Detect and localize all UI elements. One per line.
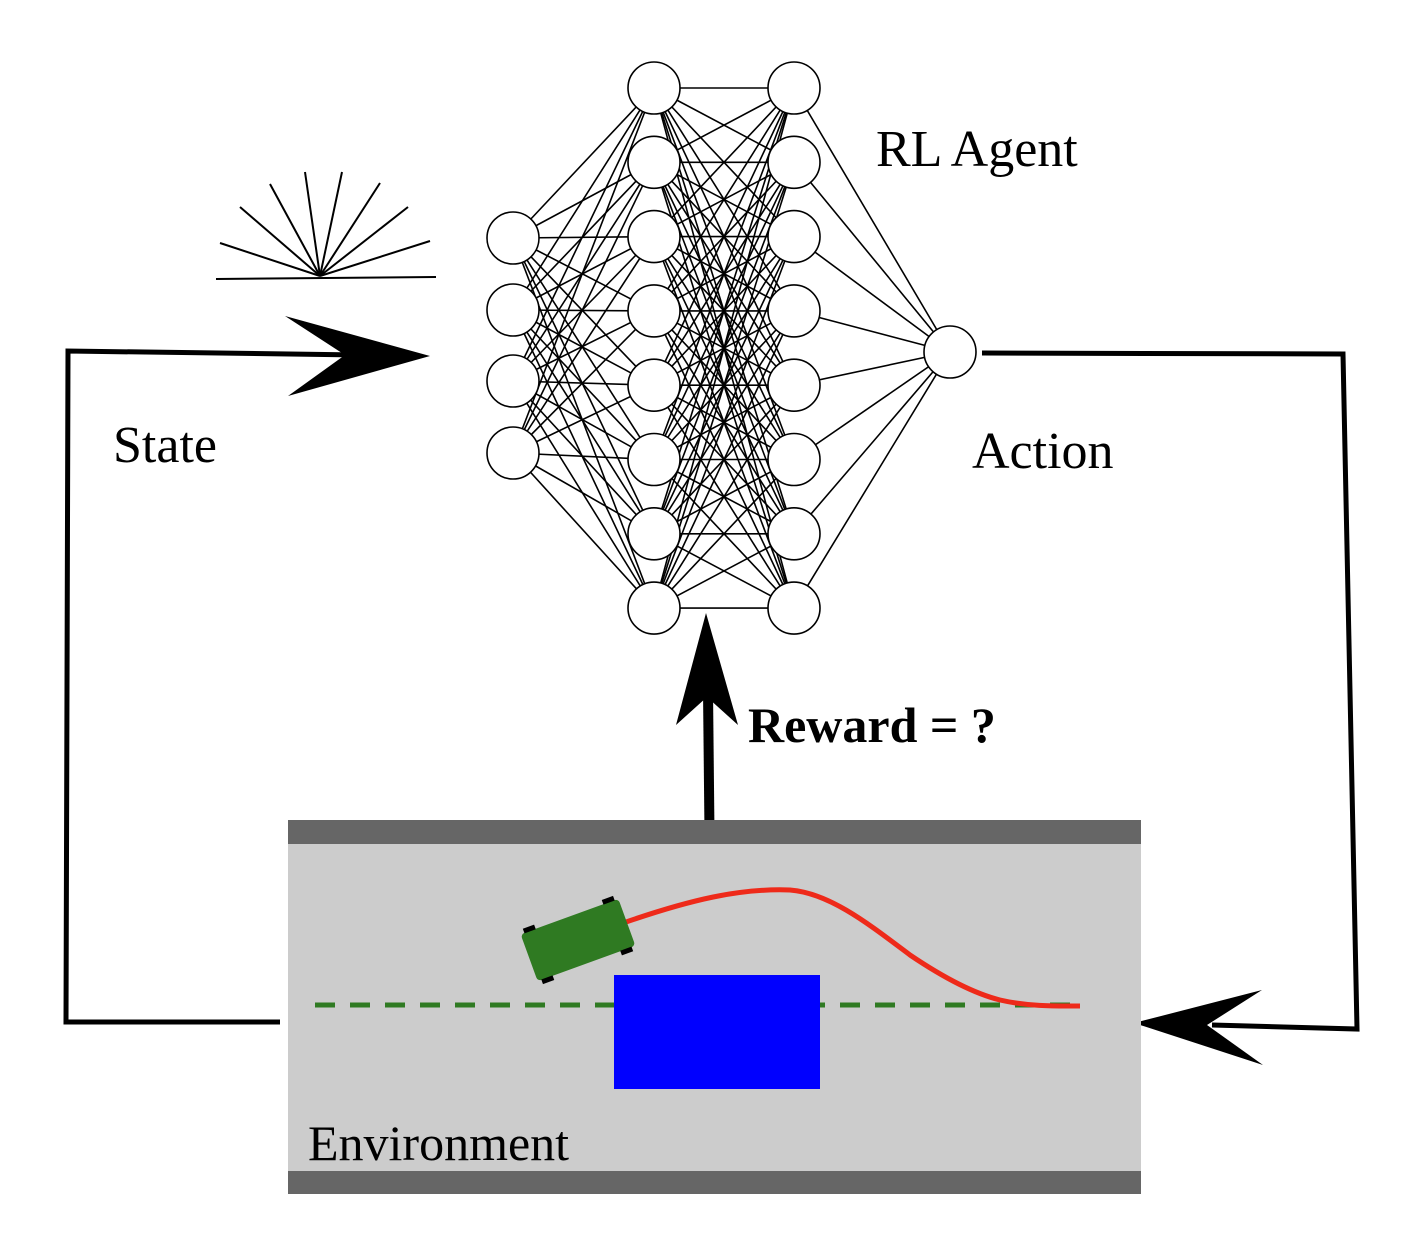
hidden-neuron [627,135,681,190]
hidden-neuron [627,432,681,487]
network-edge [512,87,655,382]
network-edge [653,87,795,238]
environment-label: Environment [308,1115,569,1171]
input-neuron [486,283,540,337]
network-edge [793,161,951,353]
input-neuron [486,426,540,480]
network-edge [512,309,655,461]
network-edge [653,87,795,386]
hidden-neuron [767,284,821,338]
network-edge [653,87,795,312]
hidden-neuron [767,581,821,635]
network-edge [793,235,951,353]
action-arrow [981,350,1360,1065]
hidden-neuron [767,358,821,413]
hidden-neuron [627,209,681,264]
agent-label: RL Agent [876,121,1078,178]
action-label: Action [972,423,1114,480]
car-icon [521,895,635,985]
hidden-neuron [627,358,681,413]
state-label: State [113,417,217,474]
planned-trajectory [625,887,1081,1009]
network-edge [512,236,655,454]
network-neurons [486,61,977,635]
hidden-neuron [767,506,821,561]
network-edge [793,351,951,535]
lidar-sensor-icon [215,171,437,280]
network-edge [793,351,951,609]
hidden-neuron [627,581,681,635]
network-edge [512,309,655,609]
state-arrow [63,316,430,1025]
network-edge [793,310,951,353]
network-edge [512,452,655,609]
environment-road [288,820,1141,1194]
network-edge [512,380,655,609]
hidden-neuron [767,61,821,115]
reward-label: Reward = ? [748,697,996,753]
network-edge [512,310,655,454]
network-edge [793,87,951,353]
hidden-neuron [627,506,681,561]
network-edge [512,380,655,535]
network-edge [512,87,655,311]
hidden-neuron [767,209,821,264]
network-edge [653,310,795,609]
output-neuron [923,325,977,379]
network-edge [512,309,655,535]
hidden-neuron [627,61,681,115]
network-edge [793,351,951,461]
hidden-neuron [627,284,681,338]
input-neuron [486,354,540,408]
hidden-neuron [767,432,821,487]
network-edge [512,87,655,239]
network-edge [512,237,655,460]
obstacle-block [614,975,820,1089]
network-edge [653,458,795,609]
input-neuron [486,211,540,265]
network-edge [653,384,795,609]
hidden-neuron [767,135,821,190]
network-edge [512,452,655,535]
network-edge [512,237,655,386]
network-edge [512,161,655,454]
